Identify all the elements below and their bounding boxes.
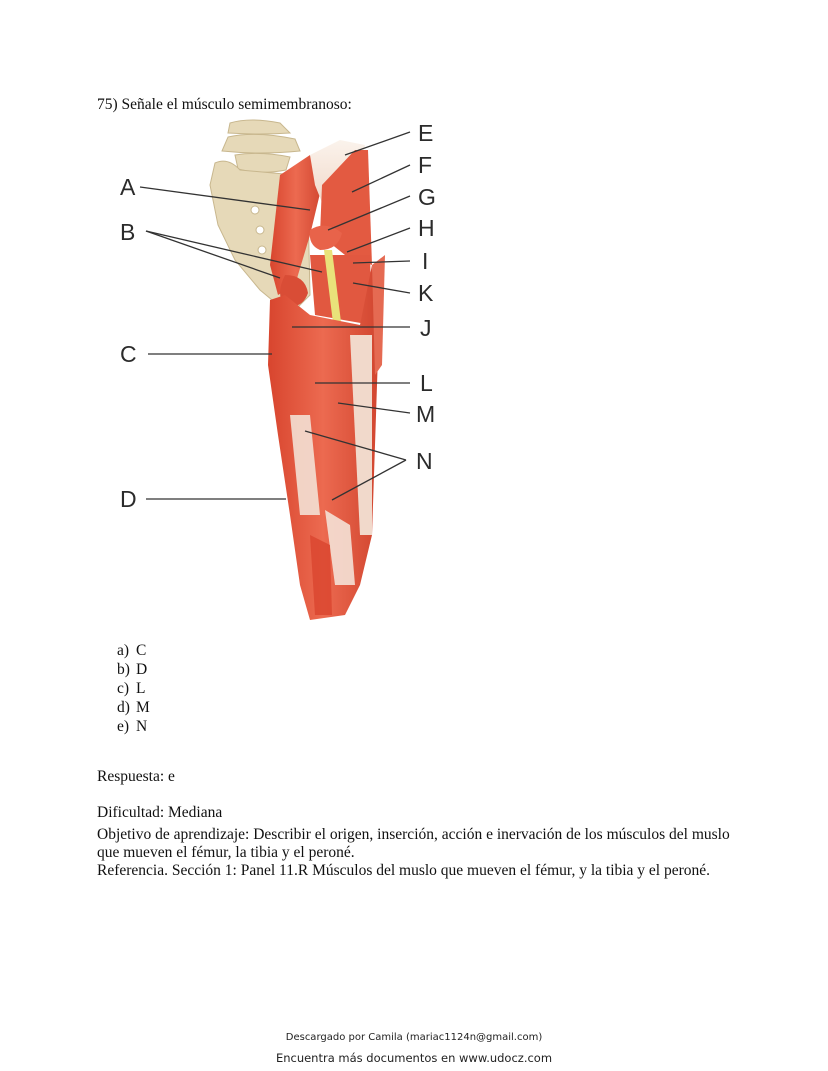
reference-text: Referencia. Sección 1: Panel 11.R Múscul… [97,862,711,879]
label-N: N [416,448,433,474]
answer-options: a)C b)D c)L d)M e)N [117,641,150,736]
label-M: M [416,401,435,427]
label-L: L [420,370,433,396]
option-e: e)N [117,718,148,735]
sciatic-nerve [324,250,342,331]
learning-objective: Objetivo de aprendizaje: Describir el or… [97,826,730,861]
option-c: c)L [117,680,146,697]
footer-downloaded-by: Descargado por Camila (mariac1124n@gmail… [285,1032,543,1043]
difficulty-text: Dificultad: Mediana [97,804,223,821]
option-a: a)C [117,642,147,659]
gluteus-maximus [270,155,322,295]
label-A: A [120,174,136,200]
option-d: d)M [117,699,150,716]
option-b: b)D [117,661,148,678]
figure-labels: A B C D E F G H I K J L M N [120,120,436,512]
label-B: B [120,219,135,245]
label-G: G [418,184,436,210]
footer-more-docs-link[interactable]: Encuentra más documentos en www.udocz.co… [275,1051,553,1065]
label-J: J [420,315,432,341]
label-C: C [120,341,137,367]
anatomy-figure: A B C D E F G H I K J L M N [110,115,450,620]
label-D: D [120,486,137,512]
leader-lines [139,131,411,501]
question-title: 75) Señale el músculo semimembranoso: [97,96,352,113]
label-H: H [418,215,435,241]
label-K: K [418,280,434,306]
label-E: E [418,120,433,146]
label-I: I [422,248,428,274]
label-F: F [418,152,432,178]
answer-text: Respuesta: e [97,768,175,785]
